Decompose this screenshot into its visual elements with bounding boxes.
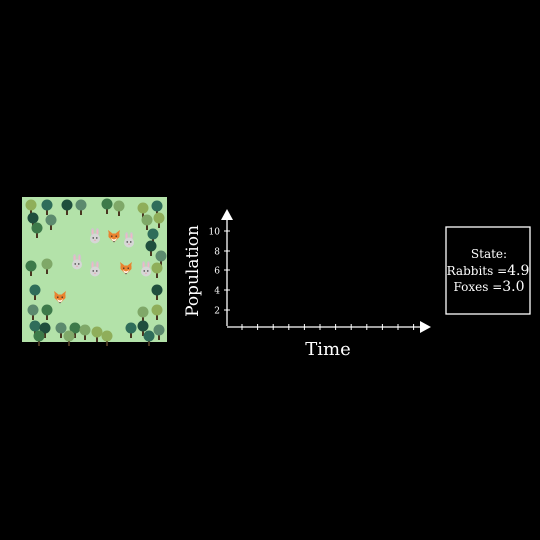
x-tick-group — [241, 324, 415, 330]
foxes-label: Foxes = — [453, 280, 502, 294]
x-axis-label: Time — [305, 339, 350, 360]
population-graph: 10 8 6 4 2 Population Time — [183, 209, 431, 360]
rabbits-label: Rabbits = — [447, 264, 508, 278]
rabbits-readout: Rabbits =4.9 — [447, 263, 530, 279]
x-axis-arrow — [420, 321, 431, 333]
state-box: State: Rabbits =4.9 Foxes =3.0 — [445, 226, 531, 315]
tree-icon — [101, 330, 113, 346]
foxes-readout: Foxes =3.0 — [453, 279, 524, 295]
meadow-panel — [22, 197, 167, 346]
y-axis-arrow — [221, 209, 233, 220]
y-tick-label: 2 — [214, 307, 220, 317]
state-box-border — [445, 226, 531, 315]
y-axis-label: Population — [183, 225, 203, 317]
rabbits-value: 4.9 — [507, 263, 529, 279]
y-tick-label: 6 — [214, 267, 220, 277]
tree-icon — [63, 330, 75, 346]
state-heading: State: — [471, 247, 507, 261]
foxes-value: 3.0 — [502, 279, 524, 295]
tree-icon — [143, 330, 155, 346]
tree-icon — [33, 330, 45, 346]
y-tick-group: 10 8 6 4 2 — [209, 228, 230, 317]
y-tick-label: 4 — [214, 287, 220, 297]
y-tick-label: 10 — [209, 228, 221, 238]
y-tick-label: 8 — [214, 248, 220, 258]
